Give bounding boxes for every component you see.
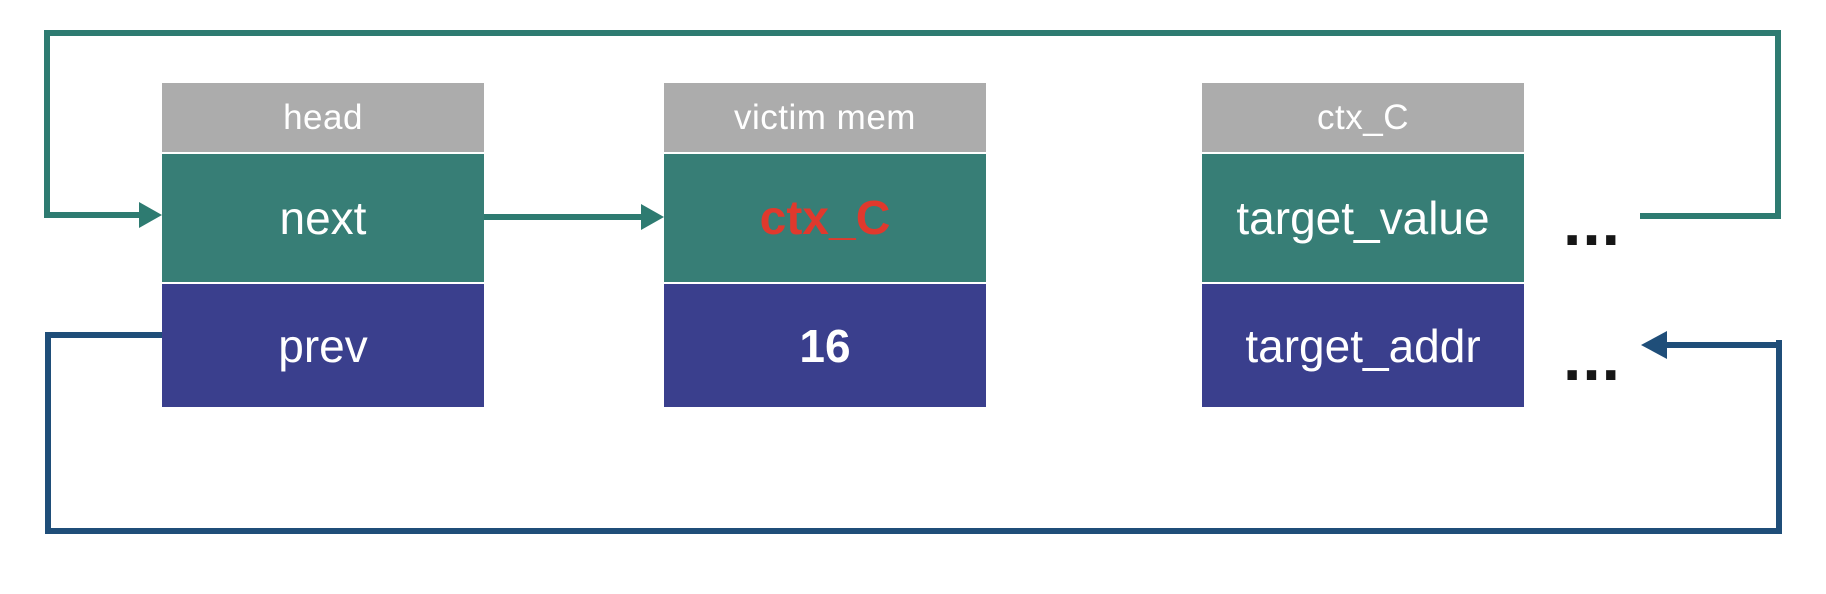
teal-loop-entry-segment bbox=[44, 212, 142, 218]
row-target-addr: target_addr bbox=[1202, 282, 1524, 407]
node-victim-mem: victim mem ctx_C 16 bbox=[664, 83, 986, 407]
row-victim-next-value: ctx_C bbox=[664, 152, 986, 282]
blue-loop-right-segment bbox=[1776, 340, 1782, 534]
row-victim-next-value-label: ctx_C bbox=[759, 191, 891, 245]
row-victim-size-label: 16 bbox=[799, 319, 851, 372]
teal-loop-arrowhead-icon bbox=[139, 202, 162, 228]
teal-loop-top-segment bbox=[44, 30, 1781, 36]
row-prev-label: prev bbox=[278, 319, 368, 372]
target-value-ellipsis: ... bbox=[1562, 185, 1621, 259]
blue-loop-prev-segment bbox=[45, 332, 162, 338]
node-ctx-c: ctx_C target_value target_addr bbox=[1202, 83, 1524, 407]
blue-loop-left-segment bbox=[45, 332, 51, 534]
node-ctx-c-title: ctx_C bbox=[1202, 83, 1524, 152]
next-to-victim-arrow-line bbox=[483, 214, 643, 220]
blue-loop-bottom-segment bbox=[45, 528, 1782, 534]
row-victim-size: 16 bbox=[664, 282, 986, 407]
next-to-victim-arrowhead-icon bbox=[641, 204, 664, 230]
row-next: next bbox=[162, 152, 484, 282]
node-head: head next prev bbox=[162, 83, 484, 407]
row-target-value-label: target_value bbox=[1236, 192, 1490, 244]
row-target-addr-label: target_addr bbox=[1245, 319, 1481, 372]
blue-loop-arrowhead-icon bbox=[1641, 331, 1667, 359]
row-next-label: next bbox=[279, 192, 367, 244]
blue-loop-exit-segment bbox=[1666, 342, 1782, 348]
node-victim-mem-title: victim mem bbox=[664, 83, 986, 152]
teal-loop-exit-segment bbox=[1640, 213, 1781, 219]
row-target-value: target_value bbox=[1202, 152, 1524, 282]
target-addr-ellipsis: ... bbox=[1562, 320, 1621, 394]
node-head-title: head bbox=[162, 83, 484, 152]
row-prev: prev bbox=[162, 282, 484, 407]
teal-loop-right-segment bbox=[1775, 30, 1781, 219]
teal-loop-left-segment bbox=[44, 30, 50, 218]
